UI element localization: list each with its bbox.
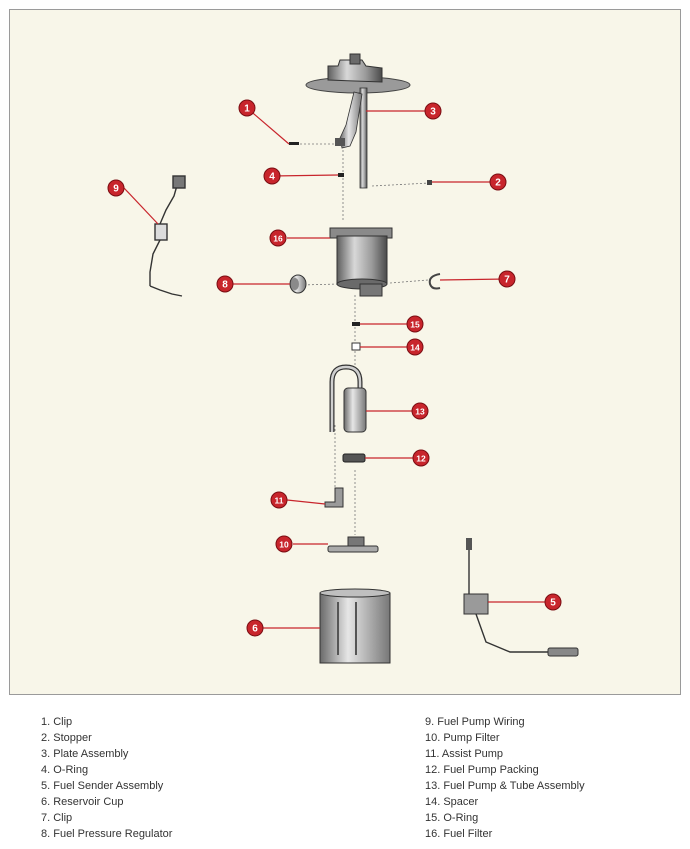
legend-item: 13. Fuel Pump & Tube Assembly (425, 780, 585, 792)
callout-4: 4 (263, 167, 281, 185)
legend-item: 8. Fuel Pressure Regulator (41, 828, 173, 840)
svg-text:6: 6 (252, 624, 258, 635)
svg-text:16: 16 (273, 234, 283, 244)
legend-item: 6. Reservoir Cup (41, 796, 124, 808)
callout-8: 8 (216, 275, 234, 293)
legend-item: 7. Clip (41, 812, 73, 824)
svg-text:12: 12 (416, 454, 426, 464)
legend-item: 15. O-Ring (425, 812, 479, 824)
fuel-pump-tube-assembly-part (329, 364, 367, 433)
legend-item: 10. Pump Filter (425, 732, 500, 744)
legend-item: 16. Fuel Filter (425, 828, 493, 840)
callout-2: 2 (489, 173, 507, 191)
callout-3: 3 (424, 102, 442, 120)
callout-12: 12 (412, 449, 430, 467)
parts-legend-left: 1. Clip 2. Stopper 3. Plate Assembly 4. … (41, 714, 172, 842)
fuel-pressure-regulator-part (289, 274, 307, 294)
callout-16: 16 (269, 229, 287, 247)
callout-11: 11 (270, 491, 288, 509)
svg-text:13: 13 (415, 407, 425, 417)
callout-markers: 1 3 4 2 9 16 8 7 15 14 13 12 11 10 6 5 (107, 99, 562, 637)
callout-5: 5 (544, 593, 562, 611)
plate-assembly-part (305, 53, 411, 189)
callout-9: 9 (107, 179, 125, 197)
svg-text:11: 11 (275, 496, 284, 506)
reservoir-cup-part (319, 588, 391, 664)
parts-legend-right: 9. Fuel Pump Wiring 10. Pump Filter 11. … (425, 714, 585, 842)
callout-15: 15 (406, 315, 424, 333)
legend-item: 9. Fuel Pump Wiring (425, 716, 525, 728)
callout-13: 13 (411, 402, 429, 420)
callout-leader-lines (123, 107, 553, 629)
exploded-parts-diagram: 1 3 4 2 9 16 8 7 15 14 13 12 11 10 6 5 (9, 9, 681, 695)
legend-item: 12. Fuel Pump Packing (425, 764, 539, 776)
assist-pump-part (324, 487, 344, 508)
legend-item: 2. Stopper (41, 732, 92, 744)
callout-1: 1 (238, 99, 256, 117)
o-ring-part-15 (352, 322, 360, 326)
o-ring-part-4 (338, 173, 344, 177)
clip-part-1 (289, 142, 299, 145)
legend-item: 11. Assist Pump (425, 748, 504, 760)
legend-item: 5. Fuel Sender Assembly (41, 780, 164, 792)
legend-item: 4. O-Ring (41, 764, 89, 776)
svg-text:2: 2 (495, 178, 501, 189)
assembly-guide-lines (296, 143, 431, 535)
callout-7: 7 (498, 270, 516, 288)
svg-text:14: 14 (410, 343, 420, 353)
svg-text:5: 5 (550, 598, 556, 609)
callout-6: 6 (246, 619, 264, 637)
svg-text:1: 1 (244, 104, 250, 115)
svg-text:4: 4 (269, 172, 275, 183)
svg-text:9: 9 (113, 184, 119, 195)
pump-filter-part (327, 536, 379, 553)
clip-part-7 (428, 273, 441, 290)
fuel-sender-assembly-part (463, 538, 579, 657)
svg-text:7: 7 (504, 275, 510, 286)
fuel-pump-packing-part (342, 453, 366, 463)
svg-text:15: 15 (410, 320, 420, 330)
stopper-part-2 (427, 180, 432, 185)
fuel-pump-wiring-part (149, 175, 186, 297)
legend-item: 3. Plate Assembly (41, 748, 129, 760)
svg-text:10: 10 (279, 540, 289, 550)
svg-text:8: 8 (222, 280, 228, 291)
svg-text:3: 3 (430, 107, 436, 118)
legend-item: 14. Spacer (425, 796, 479, 808)
callout-14: 14 (406, 338, 424, 356)
fuel-filter-part (329, 227, 393, 297)
legend-item: 1. Clip (41, 716, 73, 728)
spacer-part-14 (351, 342, 361, 351)
callout-10: 10 (275, 535, 293, 553)
